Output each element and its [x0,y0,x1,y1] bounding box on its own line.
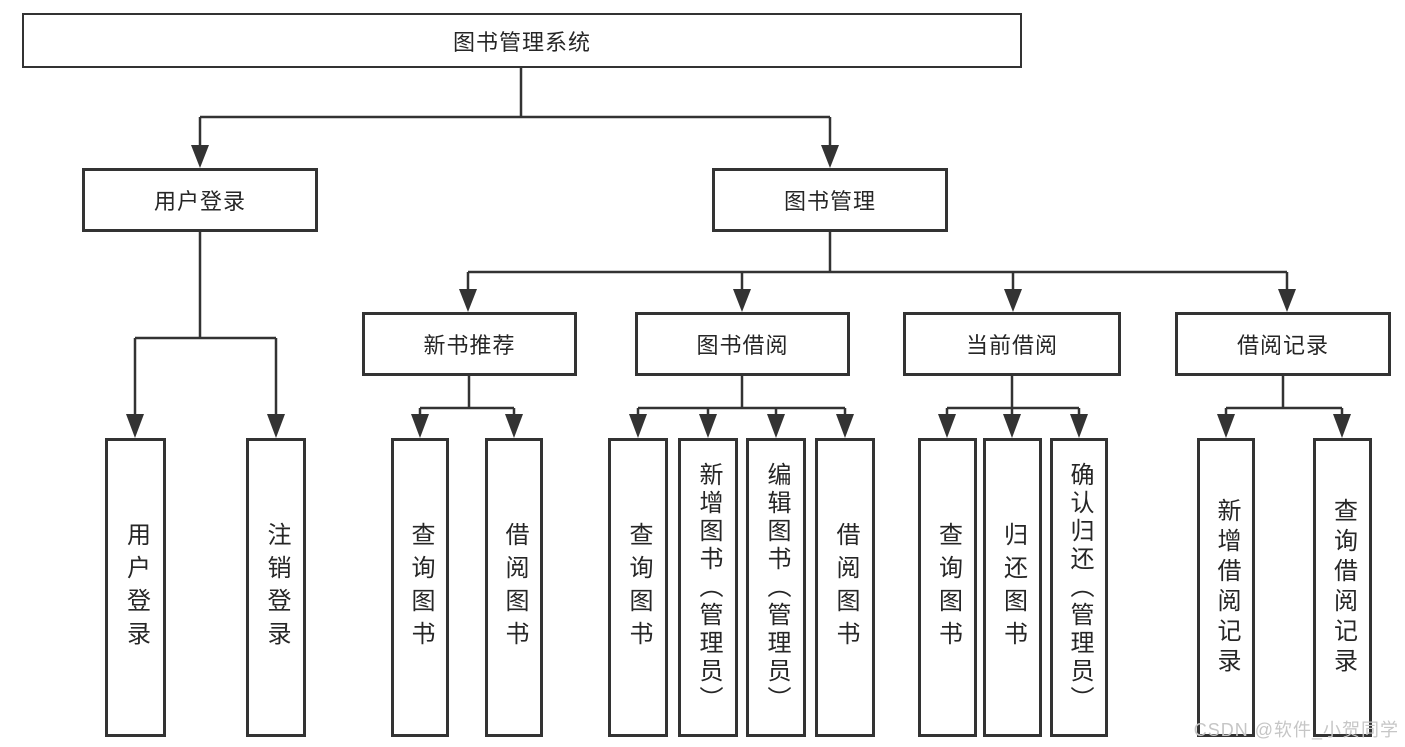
leaf-label: 确认归还（管理员） [1066,461,1093,714]
leaf-label: 查询图书 [407,521,434,654]
leaf-add-borrow-record: 新增借阅记录 [1197,438,1255,737]
watermark: CSDN @软件_小贺同学 [1193,720,1399,740]
leaf-label: 注销登录 [263,521,290,654]
leaf-label: 编辑图书（管理员） [763,461,790,714]
node-library-system: 图书管理系统 [22,13,1022,68]
leaf-label: 归还图书 [999,521,1027,654]
leaf-label: 查询图书 [934,521,962,654]
node-label: 借阅记录 [1236,333,1329,358]
leaf-label: 查询借阅记录 [1329,497,1357,678]
leaf-return-books: 归还图书 [983,438,1042,737]
node-borrowing-records: 借阅记录 [1175,312,1391,376]
node-label: 图书管理系统 [452,29,591,55]
node-label: 当前借阅 [965,333,1058,358]
node-book-borrowing: 图书借阅 [635,312,850,376]
leaf-query-books-current: 查询图书 [918,438,977,737]
node-label: 新书推荐 [423,333,516,358]
node-book-management: 图书管理 [712,168,948,232]
leaf-label: 借阅图书 [832,521,859,654]
leaf-label: 查询图书 [625,521,652,654]
leaf-borrow-books-borrowing: 借阅图书 [815,438,875,737]
leaf-query-borrow-record: 查询借阅记录 [1313,438,1372,737]
leaf-label: 用户登录 [122,521,150,654]
leaf-edit-books-admin: 编辑图书（管理员） [746,438,806,737]
node-user-login: 用户登录 [82,168,318,232]
leaf-user-login: 用户登录 [105,438,166,737]
leaf-add-books-admin: 新增图书（管理员） [678,438,738,737]
leaf-logout-login: 注销登录 [246,438,306,737]
node-label: 图书管理 [783,189,876,214]
node-new-book-recommend: 新书推荐 [362,312,577,376]
leaf-query-books-borrowing: 查询图书 [608,438,668,737]
node-label: 图书借阅 [696,333,789,358]
leaf-label: 新增图书（管理员） [695,461,722,714]
node-current-borrowing: 当前借阅 [903,312,1121,376]
leaf-label: 借阅图书 [501,521,528,654]
leaf-confirm-return-admin: 确认归还（管理员） [1050,438,1108,737]
leaf-label: 新增借阅记录 [1213,497,1240,678]
leaf-query-books-recommend: 查询图书 [391,438,449,737]
node-label: 用户登录 [153,189,246,214]
leaf-borrow-books-recommend: 借阅图书 [485,438,543,737]
